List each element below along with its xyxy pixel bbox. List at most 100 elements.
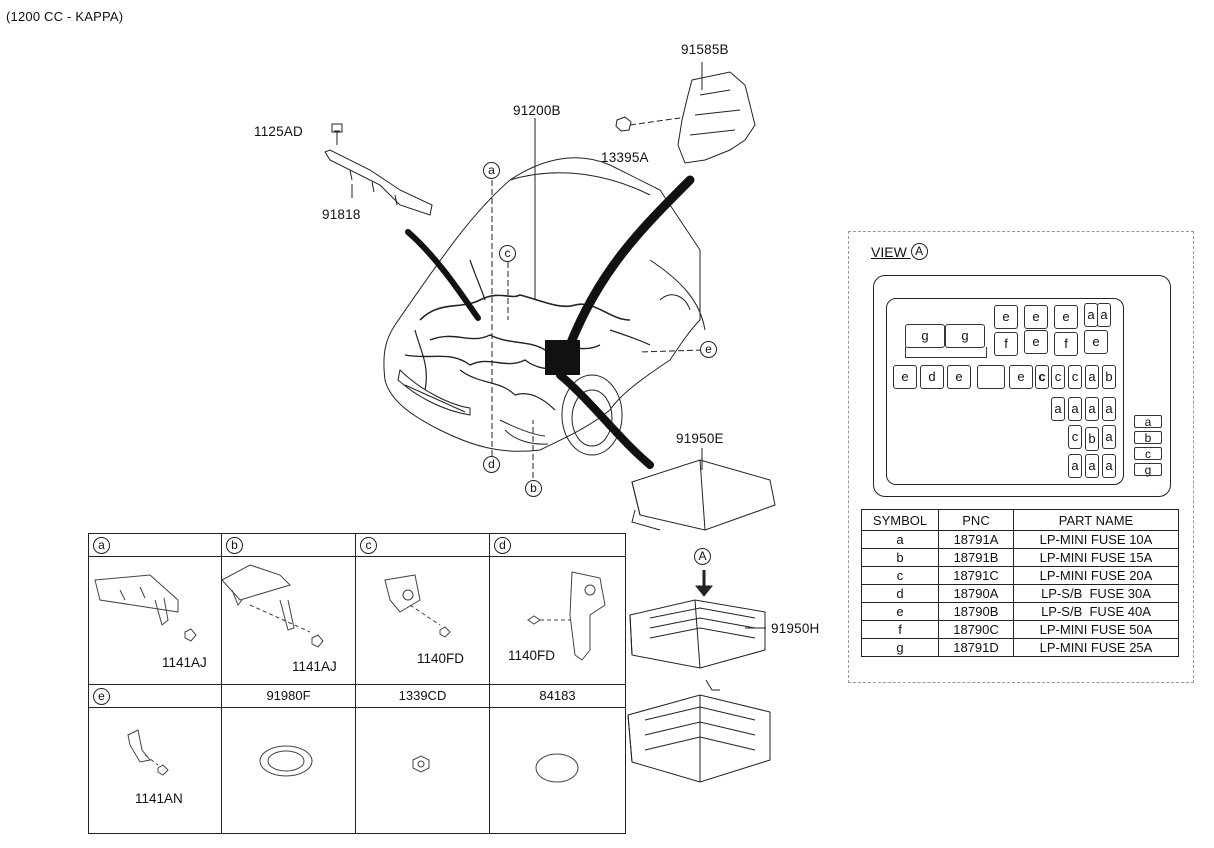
- col-header-part-name: PART NAME: [1013, 509, 1179, 531]
- label-91200B: 91200B: [513, 103, 561, 118]
- fuse: e: [1054, 305, 1078, 329]
- spare-fuse: b: [1134, 431, 1162, 444]
- detail-letter: a: [93, 537, 110, 554]
- view-a-panel: VIEW A e e e a a g g f e f e e d e e c: [848, 231, 1194, 683]
- detail-part-code: 1141AJ: [162, 655, 207, 670]
- fuse: b: [1102, 365, 1116, 389]
- parts-detail-grid: a 1141AJ b 1141AJ c 1140FD d 1140FD e 11…: [88, 533, 626, 834]
- fuse: a: [1097, 303, 1111, 327]
- part-name-cell: LP-S/B FUSE 30A: [1013, 584, 1179, 603]
- pnc-cell: 18791D: [938, 638, 1014, 657]
- label-91585B: 91585B: [681, 42, 729, 57]
- pnc-cell: 18790B: [938, 602, 1014, 621]
- detail-cell-e: e 1141AN: [89, 685, 222, 833]
- part-name-cell: LP-MINI FUSE 10A: [1013, 530, 1179, 549]
- detail-header: b: [222, 534, 355, 557]
- fuse: g: [905, 324, 945, 348]
- col-header-symbol: SYMBOL: [861, 509, 939, 531]
- detail-cell-d: d 1140FD: [490, 534, 625, 685]
- detail-letter: d: [494, 537, 511, 554]
- symbol-cell: e: [861, 602, 939, 621]
- marker-d: d: [483, 456, 500, 473]
- view-letter: A: [910, 243, 928, 260]
- col-header-pnc: PNC: [938, 509, 1014, 531]
- fuse: e: [893, 365, 917, 389]
- detail-letter: b: [226, 537, 243, 554]
- detail-part-code: 1140FD: [508, 648, 556, 663]
- symbol-cell: f: [861, 620, 939, 639]
- part-name-cell: LP-MINI FUSE 15A: [1013, 548, 1179, 567]
- symbol-cell: a: [861, 530, 939, 549]
- label-1125AD: 1125AD: [254, 124, 303, 139]
- harness-arc-left: [405, 229, 481, 321]
- fuse: e: [1024, 330, 1048, 354]
- detail-cell-1339CD: 1339CD: [356, 685, 490, 833]
- fuse: a: [1085, 454, 1099, 478]
- fuse: a: [1085, 365, 1099, 389]
- table-header-row: SYMBOL PNC PART NAME: [861, 509, 1179, 531]
- marker-b: b: [525, 480, 542, 497]
- fuse: a: [1102, 454, 1116, 478]
- fuse: c: [1068, 365, 1082, 389]
- fuse-empty-slot: [977, 365, 1005, 389]
- detail-header: a: [89, 534, 221, 557]
- fuse-block: e e e a a g g f e f e e d e e c c c a b: [886, 298, 1124, 485]
- view-title: VIEW A: [871, 243, 928, 262]
- symbol-cell: c: [861, 566, 939, 585]
- pnc-cell: 18790A: [938, 584, 1014, 603]
- fuse: c: [1035, 365, 1049, 389]
- fuse: d: [920, 365, 944, 389]
- fuse: a: [1102, 425, 1116, 449]
- marker-A: A: [694, 548, 711, 565]
- label-91950H: 91950H: [771, 621, 820, 636]
- pnc-cell: 18791C: [938, 566, 1014, 585]
- detail-cell-b: b 1141AJ: [222, 534, 356, 685]
- detail-part-code: 1141AJ: [292, 659, 337, 674]
- fuse: a: [1068, 454, 1082, 478]
- fuse: e: [1009, 365, 1033, 389]
- detail-cell-84183: 84183: [490, 685, 625, 833]
- harness-arc-right: [565, 175, 695, 350]
- spare-fuse: a: [1134, 415, 1162, 428]
- fuse: e: [994, 305, 1018, 329]
- detail-cell-c: c 1140FD: [356, 534, 490, 685]
- fuse: a: [1068, 397, 1082, 421]
- detail-header: 91980F: [222, 685, 355, 708]
- fuse: e: [947, 365, 971, 389]
- fuse-box-outline: e e e a a g g f e f e e d e e c c c a b: [873, 275, 1171, 497]
- detail-letter: c: [360, 537, 377, 554]
- fuse: f: [1054, 332, 1078, 356]
- symbol-cell: b: [861, 548, 939, 567]
- spare-fuse: g: [1134, 463, 1162, 476]
- part-name-cell: LP-MINI FUSE 20A: [1013, 566, 1179, 585]
- part-name-cell: LP-MINI FUSE 25A: [1013, 638, 1179, 657]
- detail-header: d: [490, 534, 625, 557]
- spare-fuse: c: [1134, 447, 1162, 460]
- symbol-cell: g: [861, 638, 939, 657]
- part-name-cell: LP-MINI FUSE 50A: [1013, 620, 1179, 639]
- fuse: f: [994, 332, 1018, 356]
- label-91950E: 91950E: [676, 431, 724, 446]
- detail-part-code: 1141AN: [135, 791, 183, 806]
- fuse: g: [945, 324, 985, 348]
- detail-cell-a: a 1141AJ: [89, 534, 222, 685]
- marker-e: e: [700, 341, 717, 358]
- page-title: (1200 CC - KAPPA): [6, 9, 124, 24]
- fuse: e: [1084, 330, 1108, 354]
- harness-arc-bottom: [556, 371, 654, 469]
- car-outline: [383, 157, 701, 452]
- fuse-holder: [905, 347, 987, 358]
- marker-a: a: [483, 162, 500, 179]
- view-title-text: VIEW: [871, 244, 907, 260]
- detail-header: e: [89, 685, 221, 708]
- label-91818: 91818: [322, 207, 361, 222]
- pnc-cell: 18791B: [938, 548, 1014, 567]
- detail-header: 1339CD: [356, 685, 489, 708]
